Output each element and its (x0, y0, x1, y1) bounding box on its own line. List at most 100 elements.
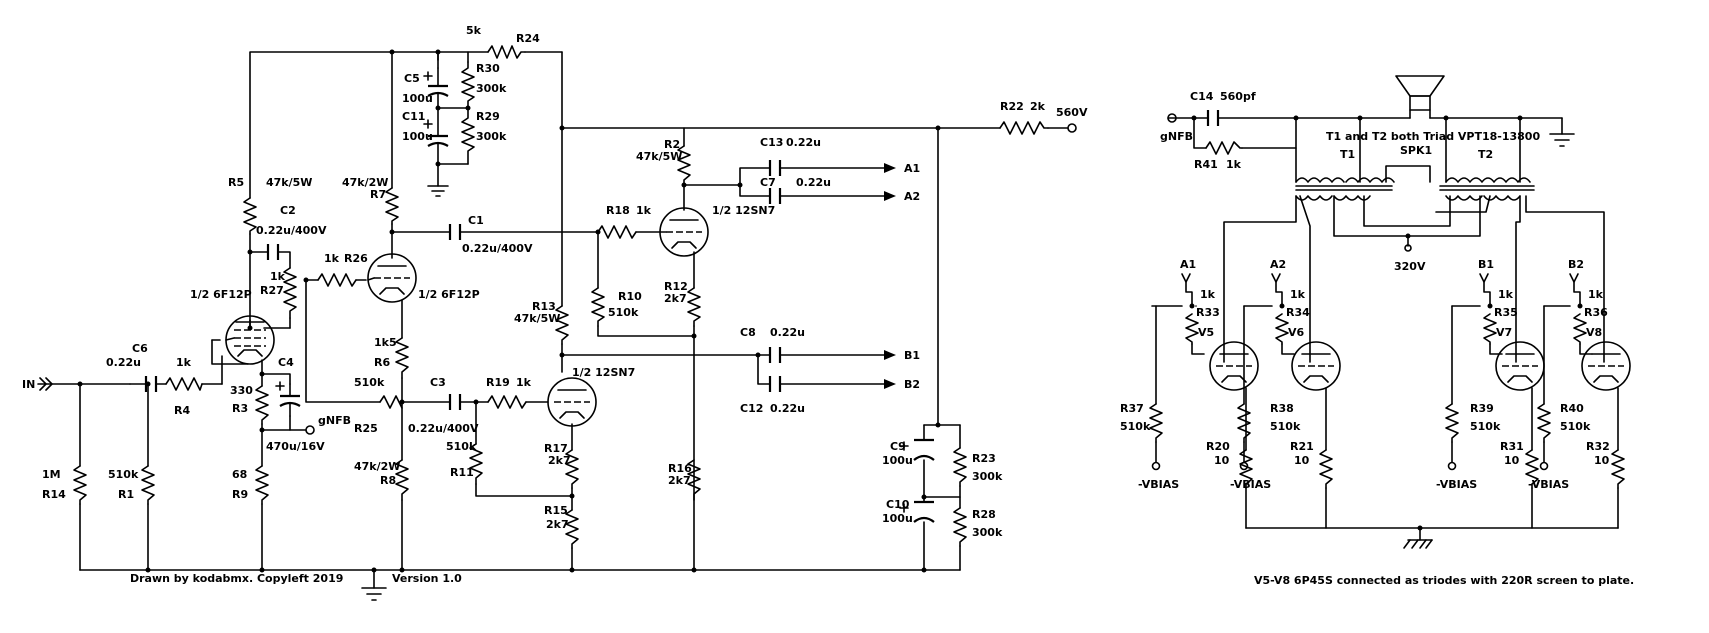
label-R3: R3 (232, 402, 248, 415)
label-V8: V8 (1586, 326, 1602, 339)
label-560V: 560V (1056, 106, 1088, 119)
resistor-R16 (687, 459, 701, 501)
resistor-R14 (73, 465, 87, 505)
label-R32-value: 10 (1594, 454, 1610, 467)
label-R2: R2 (664, 138, 680, 151)
label-C12: C12 (740, 402, 763, 415)
version-text: Version 1.0 (392, 572, 462, 585)
resistors-left (73, 45, 1049, 549)
label-C3: C3 (430, 376, 446, 389)
resistor-R33 (1185, 313, 1199, 345)
resistor-R35 (1483, 313, 1497, 345)
label-C4-value: 470u/16V (266, 440, 325, 453)
label-IN: IN (22, 378, 35, 391)
label-R1: R1 (118, 488, 134, 501)
label-C9: C9 (890, 440, 906, 453)
resistor-R25 (379, 395, 403, 409)
label-V6: V6 (1288, 326, 1305, 339)
resistor-R4 (165, 377, 203, 391)
label-6F12P-mid: 1/2 6F12P (418, 288, 480, 301)
resistor-R37 (1149, 403, 1163, 443)
label-R15-value: 2k7 (546, 518, 569, 531)
label-R28-value: 300k (972, 526, 1003, 539)
label-R33-value: 1k (1200, 288, 1216, 301)
label-R16: R16 (668, 462, 692, 475)
chassis-ground-icon (1403, 539, 1433, 549)
label-R19: R19 (486, 376, 510, 389)
label-gNFB-right: gNFB (1160, 130, 1193, 143)
label-vbias-3: -VBIAS (1436, 478, 1477, 491)
label-C13: C13 (760, 136, 783, 149)
label-R38: R38 (1270, 402, 1294, 415)
label-R1-value: 510k (108, 468, 139, 481)
label-R30: R30 (476, 62, 500, 75)
terminal-gNFB-right (1167, 113, 1177, 123)
label-R29-value: 300k (476, 130, 507, 143)
label-R8: R8 (380, 474, 396, 487)
label-R36-value: 1k (1588, 288, 1604, 301)
tube-6F12P-mid (367, 253, 417, 303)
resistor-R21 (1319, 449, 1333, 489)
label-R27-value: 1k (270, 270, 286, 283)
credit-text: Drawn by kodabmx. Copyleft 2019 (130, 572, 343, 585)
resistor-R5 (243, 197, 257, 235)
label-R31-value: 10 (1504, 454, 1520, 467)
label-R7: R7 (370, 188, 386, 201)
tube-V7 (1495, 341, 1545, 391)
label-R6-value: 1k5 (374, 336, 397, 349)
resistor-R23 (953, 447, 967, 487)
label-R28: R28 (972, 508, 996, 521)
transformer-T2 (1439, 177, 1535, 201)
resistor-R1 (141, 465, 155, 505)
label-R38-value: 510k (1270, 420, 1301, 433)
resistor-R36 (1573, 313, 1587, 345)
tube-12SN7-bottom (547, 377, 597, 427)
label-R24-value: 5k (466, 24, 482, 37)
label-C3-value: 0.22u/400V (408, 422, 479, 435)
speaker-icon (1395, 75, 1445, 111)
capacitors-left (144, 67, 935, 523)
label-R33: R33 (1196, 306, 1220, 319)
label-R35: R35 (1494, 306, 1518, 319)
label-R17-value: 2k7 (548, 454, 571, 467)
tube-V5 (1209, 341, 1259, 391)
label-C14: C14 (1190, 90, 1214, 103)
label-R18: R18 (606, 204, 630, 217)
label-R21-value: 10 (1294, 454, 1310, 467)
resistor-R17 (565, 449, 579, 489)
resistor-R41 (1205, 141, 1243, 155)
terminal-320V (1404, 244, 1412, 252)
label-C2-value: 0.22u/400V (256, 224, 327, 237)
resistor-R24 (487, 45, 526, 59)
resistor-R30 (461, 61, 475, 109)
resistor-R11 (469, 443, 483, 485)
resistor-R38 (1237, 403, 1251, 443)
label-R2-value: 47k/5W (636, 150, 682, 163)
label-T1: T1 (1340, 148, 1355, 161)
label-C10-value: 100u (882, 512, 913, 525)
label-R22: R22 (1000, 100, 1024, 113)
label-C7-value: 0.22u (796, 176, 831, 189)
label-R13-value: 47k/5W (514, 312, 560, 325)
label-R8-value: 47k/2W (354, 460, 400, 473)
resistor-R8 (395, 459, 409, 501)
resistor-R20 (1239, 449, 1253, 489)
label-320V: 320V (1394, 260, 1426, 273)
label-R5: R5 (228, 176, 244, 189)
label-R3-value: 330 (230, 384, 253, 397)
resistor-R40 (1537, 403, 1551, 443)
output-junctions (1189, 115, 1583, 531)
label-C13-value: 0.22u (786, 136, 821, 149)
label-A1-in: A1 (1180, 258, 1196, 271)
label-A1-out: A1 (904, 162, 920, 175)
label-R9: R9 (232, 488, 248, 501)
resistor-R18 (597, 225, 637, 239)
label-C9-value: 100u (882, 454, 913, 467)
output-wiring (1151, 109, 1619, 541)
label-R12-value: 2k7 (664, 292, 687, 305)
label-B1-in: B1 (1478, 258, 1494, 271)
label-R12: R12 (664, 280, 688, 293)
label-R29: R29 (476, 110, 500, 123)
label-R10: R10 (618, 290, 642, 303)
